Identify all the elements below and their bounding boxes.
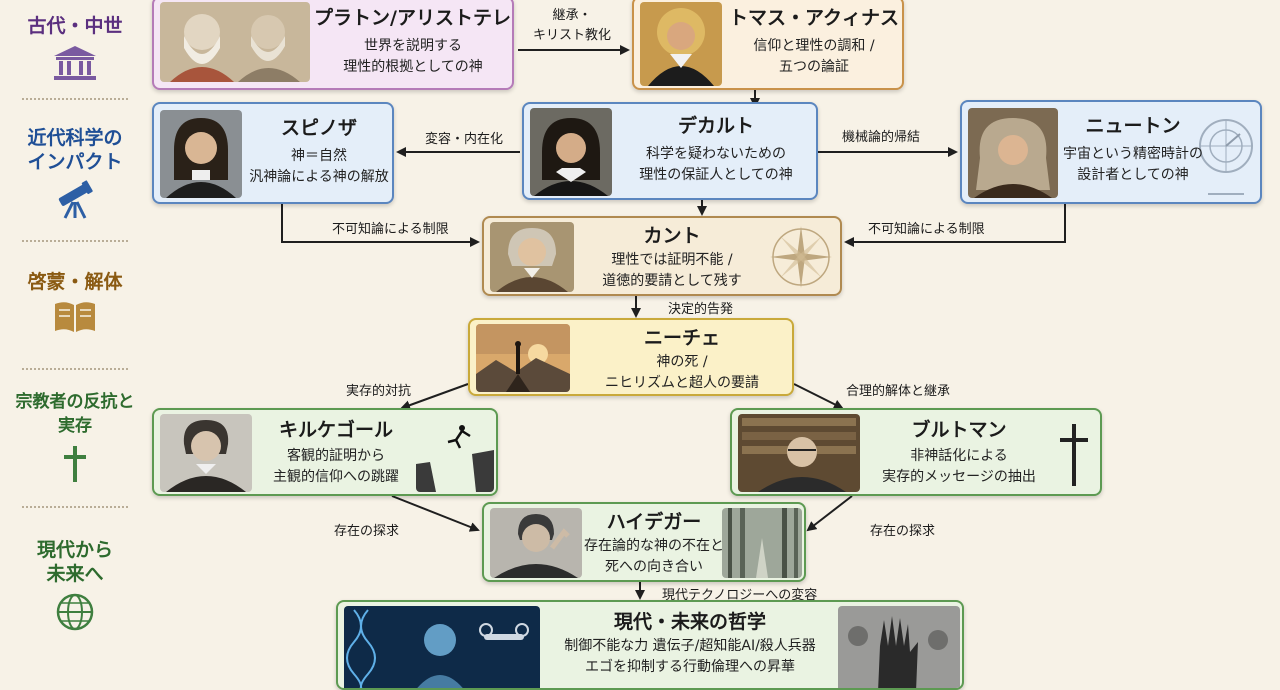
node-kant[interactable]: カント 理性では証明不能 / 道徳的要請として残す (482, 216, 842, 296)
node-desc: 存在論的な神の不在と 死への向き合い (584, 538, 724, 575)
edge-label-descartes-spinoza: 変容・内在化 (425, 132, 504, 147)
aquinas-portrait (640, 2, 722, 86)
era-enlightenment: 啓蒙・解体 (0, 270, 150, 334)
node-plato-aristotle[interactable]: プラトン/アリストテレス 世界を説明する 理性的根拠としての神 (152, 0, 514, 90)
edge-label-descartes-newton: 機械論的帰結 (842, 130, 921, 145)
descartes-portrait (530, 108, 612, 196)
leap-of-faith-illustration (416, 414, 494, 492)
cross-icon (64, 446, 86, 482)
newton-portrait (968, 108, 1058, 198)
node-spinoza[interactable]: スピノザ 神＝自然 汎神論による神の解放 (152, 102, 394, 204)
technology-montage (344, 606, 540, 688)
node-descartes[interactable]: デカルト 科学を疑わないための 理性の保証人としての神 (522, 102, 818, 200)
node-newton[interactable]: ニュートン 宇宙という精密時計の 設計者としての神 (960, 100, 1262, 204)
edge-label-bultmann-heidegger: 存在の探求 (870, 524, 936, 539)
node-name: キルケゴール (278, 419, 393, 441)
kant-portrait (490, 222, 574, 292)
connector-layer (281, 45, 1066, 600)
arrow-nietzsche-bultmann (793, 383, 844, 409)
node-name: 現代・未来の哲学 (613, 611, 766, 633)
arrow-newton-kant (844, 204, 1066, 247)
spinoza-portrait (160, 110, 242, 198)
telescope-icon (58, 180, 93, 219)
era-religious-existential: 宗教者の反抗と 実存 (0, 390, 150, 484)
arrow-spinoza-kant (281, 204, 480, 247)
node-name: ハイデガー (606, 511, 702, 533)
clockwork-illustration (1194, 108, 1258, 198)
edge-label-nietzsche-kierkegaard: 実存的対抗 (346, 384, 412, 399)
node-name: ブルトマン (911, 419, 1007, 441)
era-ancient-medieval: 古代・中世 (0, 14, 150, 82)
edge-label-kierkegaard-heidegger: 存在の探求 (334, 524, 400, 539)
raised-hand-illustration (838, 606, 960, 688)
era-label: 現代から 未来へ (36, 539, 113, 585)
node-name: スピノザ (280, 117, 357, 139)
era-contemporary-future: 現代から 未来へ (0, 538, 150, 632)
node-desc: 非神話化による 実存的メッセージの抽出 (882, 448, 1036, 485)
kierkegaard-portrait (160, 414, 252, 492)
edge-label-kant-nietzsche: 決定的告発 (668, 302, 734, 317)
edge-label-plato-aquinas: 継承・ キリスト教化 (532, 8, 611, 43)
nietzsche-landscape (476, 324, 570, 392)
node-desc: 宇宙という精密時計の 設計者としての神 (1063, 146, 1203, 183)
node-nietzsche[interactable]: ニーチェ 神の死 / ニヒリズムと超人の要請 (468, 318, 794, 396)
node-desc: 科学を疑わないための 理性の保証人としての神 (639, 146, 793, 183)
forest-path-illustration (722, 508, 802, 578)
node-heidegger[interactable]: ハイデガー 存在論的な神の不在と 死への向き合い (482, 502, 806, 582)
node-desc: 世界を説明する 理性的根拠としての神 (343, 38, 483, 75)
arrow-bultmann-heidegger (806, 495, 853, 532)
arrow-nietzsche-kierkegaard (400, 383, 469, 410)
globe-icon (56, 593, 94, 631)
node-name: ニュートン (1085, 115, 1181, 137)
edge-label-heidegger-modern: 現代テクノロジーへの変容 (662, 588, 818, 603)
node-desc: 客観的証明から 主観的信仰への跳躍 (273, 448, 399, 485)
era-label: 宗教者の反抗と 実存 (15, 392, 135, 436)
arrow-kierkegaard-heidegger (391, 495, 480, 532)
compass-rose-icon (766, 222, 836, 292)
node-modern-future[interactable]: 現代・未来の哲学 制御不能な力 遺伝子/超知能AI/殺人兵器 エゴを抑制する行動… (336, 600, 964, 690)
era-modern-science: 近代科学の インパクト (0, 126, 150, 220)
temple-icon (54, 46, 96, 80)
era-label: 啓蒙・解体 (27, 271, 123, 293)
node-name: デカルト (677, 115, 754, 137)
cross-silhouette-icon (1052, 420, 1096, 490)
era-label: 近代科学の インパクト (27, 127, 123, 173)
edge-label-nietzsche-bultmann: 合理的解体と継承 (846, 384, 951, 399)
node-name: カント (643, 225, 701, 247)
bultmann-portrait (738, 414, 860, 492)
node-kierkegaard[interactable]: キルケゴール 客観的証明から 主観的信仰への跳躍 (152, 408, 498, 496)
node-name: トマス・アクィナス (728, 7, 900, 29)
plato-aristotle-portrait (160, 2, 310, 82)
node-name: ニーチェ (643, 327, 720, 349)
node-desc: 神＝自然 汎神論による神の解放 (249, 148, 389, 185)
heidegger-portrait (490, 508, 582, 578)
node-bultmann[interactable]: ブルトマン 非神話化による 実存的メッセージの抽出 (730, 408, 1102, 496)
node-desc: 神の死 / ニヒリズムと超人の要請 (605, 354, 759, 391)
edge-label-spinoza-kant: 不可知論による制限 (332, 222, 449, 237)
edge-label-newton-kant: 不可知論による制限 (868, 222, 985, 237)
era-label: 古代・中世 (27, 15, 123, 37)
node-aquinas[interactable]: トマス・アクィナス 信仰と理性の調和 / 五つの論証 (632, 0, 904, 90)
node-name: プラトン/アリストテレス (314, 7, 514, 29)
book-icon (55, 302, 95, 332)
node-desc: 信仰と理性の調和 / 五つの論証 (753, 38, 875, 75)
node-desc: 制御不能な力 遺伝子/超知能AI/殺人兵器 エゴを抑制する行動倫理への昇華 (564, 638, 816, 675)
node-desc: 理性では証明不能 / 道徳的要請として残す (602, 252, 742, 289)
